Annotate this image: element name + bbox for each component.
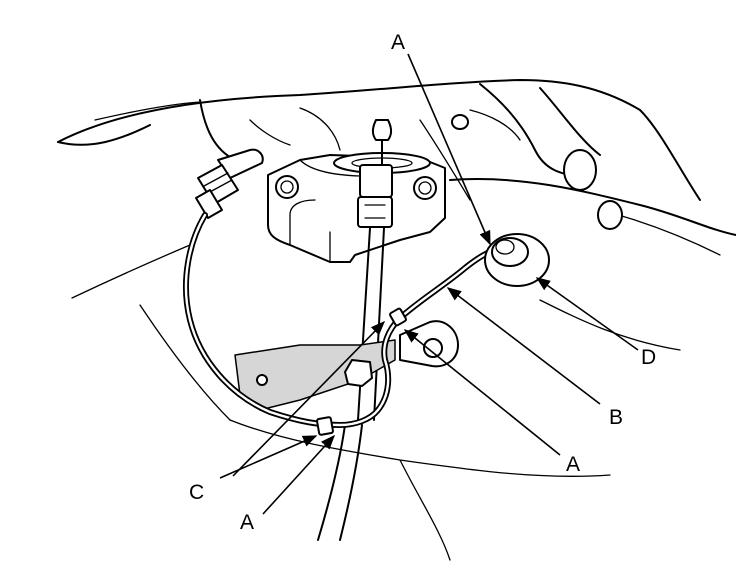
callout-c: C — [189, 481, 204, 504]
callout-a-top: A — [391, 31, 405, 54]
body-panel — [57, 79, 736, 256]
callout-b: B — [609, 406, 623, 429]
callout-a-right: A — [566, 453, 580, 476]
callout-a-bottom: A — [240, 511, 254, 534]
sensor-harness — [182, 148, 498, 436]
leader-lines — [219, 53, 639, 515]
callout-d: D — [641, 346, 656, 369]
floor-lines — [71, 244, 681, 561]
callout-labels: A D B A C A — [189, 31, 656, 534]
mounting-bracket — [267, 119, 446, 263]
grommet — [484, 233, 550, 287]
lower-cable — [317, 424, 363, 541]
